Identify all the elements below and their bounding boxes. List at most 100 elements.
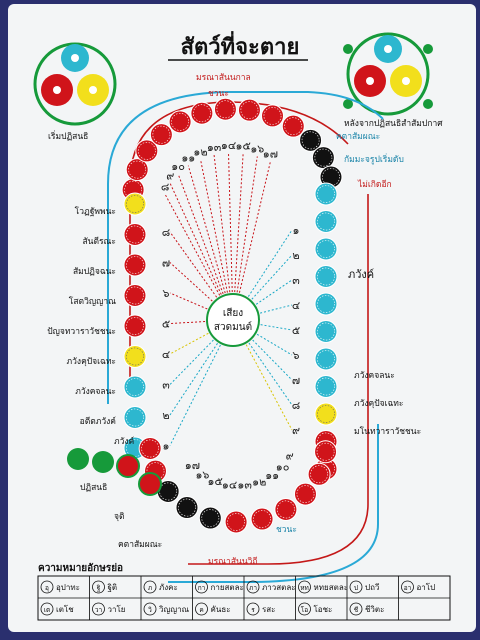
svg-text:วิญญาณ: วิญญาณ: [158, 605, 189, 614]
right-label-bottom-2: มโนทวาราวัชชนะ: [354, 426, 421, 437]
left-label: โสตวิญญาณ: [69, 296, 116, 307]
legend-item: รรสะ: [246, 602, 275, 616]
stage-number: ๑๐: [171, 160, 185, 173]
right-red-bracket: [188, 194, 369, 565]
ray-line: [169, 319, 234, 385]
legend-item: อาอาโป: [401, 580, 436, 594]
stage-number: ๙: [292, 424, 300, 437]
stage-number: ๑๕: [207, 475, 222, 488]
left-label: โวฏฐัพพนะ: [75, 206, 116, 217]
legend-item: ปปถวี: [349, 580, 379, 594]
svg-text:ภา: ภา: [249, 584, 257, 592]
medallion-right: [343, 32, 433, 116]
right-label-bottom-0: ภวังคจลนะ: [354, 371, 395, 381]
bead: [319, 165, 343, 189]
stage-number: ๘: [162, 226, 171, 239]
medallion-left: [33, 42, 117, 126]
right-label-1: กัมมะจรูปเริ่มดับ: [344, 153, 404, 165]
stage-number: ๓: [292, 274, 300, 287]
svg-text:ชี: ชี: [354, 606, 359, 614]
left-label: สันตีรณะ: [82, 236, 116, 247]
stage-number: ๑๗: [263, 148, 278, 161]
right-label-0: คตาสัมผณะ: [336, 132, 380, 142]
bead: [190, 101, 214, 125]
svg-text:เตโช: เตโช: [56, 604, 74, 614]
ray-line: [169, 319, 234, 324]
svg-text:ป: ป: [354, 584, 358, 592]
svg-text:เต: เต: [44, 606, 50, 614]
svg-text:ภังคะ: ภังคะ: [159, 583, 178, 592]
stage-number: ๗: [162, 257, 170, 270]
stage-number: ๑๓: [237, 479, 252, 492]
stage-number: ๙: [166, 170, 174, 183]
svg-text:อาโป: อาโป: [417, 582, 436, 592]
stage-number: ๑๓: [207, 141, 222, 154]
bead: [274, 497, 298, 521]
page-title: สัตว์ที่จะตาย: [181, 30, 300, 60]
bead: [123, 314, 147, 338]
left-labels: โวฏฐัพพนะสันตีรณะสัมปฏิจฉนะโสตวิญญาณปัญจ…: [47, 206, 116, 427]
ray-line: [169, 292, 234, 321]
bead: [213, 97, 237, 121]
bottom-left-label-2: จุติ: [114, 512, 125, 522]
bead: [307, 462, 331, 486]
bead: [123, 253, 147, 277]
ray-line: [169, 319, 234, 416]
bead: [168, 110, 192, 134]
svg-text:วิ: วิ: [148, 606, 152, 614]
mini-chain: [67, 448, 162, 496]
stage-number: ๑๖: [195, 468, 209, 481]
stage-number: ๑๑: [265, 469, 279, 482]
legend-title: ความหมายอักษรย่อ: [38, 562, 123, 574]
outer-blue-arc: [107, 91, 384, 404]
ray-line: [232, 156, 258, 321]
ray-line: [232, 254, 293, 321]
bead: [293, 482, 317, 506]
bead: [175, 496, 199, 520]
ray-line: [232, 161, 271, 321]
bottom-left-label-0: ภวังค์: [114, 436, 134, 447]
stage-number: ๑๔: [222, 478, 237, 491]
arc-top-label2: ชวนะ: [208, 89, 229, 99]
svg-text:กายสตละ: กายสตละ: [211, 583, 244, 592]
svg-text:รสะ: รสะ: [262, 605, 275, 614]
bead: [314, 440, 338, 464]
legend-item: วิ วิญญาณ: [143, 602, 190, 616]
bottom-left-label-1: ปฏิสนธิ: [80, 483, 107, 493]
legend-item: วาวาโย: [92, 602, 126, 616]
arc-bottom-label2: ชวนะ: [276, 525, 297, 535]
svg-text:ภ: ภ: [148, 584, 152, 592]
svg-text:โอ: โอ: [301, 606, 308, 614]
bead: [149, 123, 173, 147]
bead: [237, 98, 261, 122]
bead: [314, 320, 338, 343]
legend-item: โอโอชะ: [298, 602, 332, 616]
svg-text:วาโย: วาโย: [108, 604, 126, 614]
ray-line: [199, 159, 234, 321]
ray-line: [232, 319, 293, 356]
stage-number: ๕: [162, 318, 170, 331]
bead: [299, 128, 323, 152]
bead: [224, 510, 248, 534]
bead: [311, 146, 335, 170]
bead: [260, 104, 284, 128]
bead: [123, 192, 147, 216]
stage-numbers: ๘๙๑๐๑๑๑๒๑๓๑๔๑๕๑๖๑๗๘๗๖๕๔๓๒๑๑๒๓๔๕๖๗๘๙๙๑๐๑๑…: [161, 139, 300, 492]
left-label: ภวังคุปัจเฉทะ: [67, 357, 116, 367]
stage-number: ๒: [292, 249, 299, 262]
stage-number: ๑๔: [221, 139, 236, 152]
legend-table: อุอุปาทะฐิฐิติภภังคะกากายสตละภาภาวสตละหท…: [40, 576, 436, 620]
bead: [135, 139, 159, 163]
bead: [314, 375, 338, 398]
svg-text:ชีวิตะ: ชีวิตะ: [365, 605, 384, 614]
center-label-2: สวดมนต์: [214, 321, 252, 333]
legend-item: หทหทยสตละ: [298, 580, 348, 594]
left-label: ภวังคจลนะ: [75, 387, 116, 397]
bead: [314, 210, 338, 233]
bead: [314, 265, 338, 288]
legend-item: ฐิฐิติ: [92, 580, 117, 594]
stage-number: ๒: [162, 409, 169, 422]
bottom-blue-arc: [168, 424, 379, 583]
legend-item: ชี ชีวิตะ: [349, 602, 384, 616]
stage-number: ๑: [293, 224, 300, 237]
